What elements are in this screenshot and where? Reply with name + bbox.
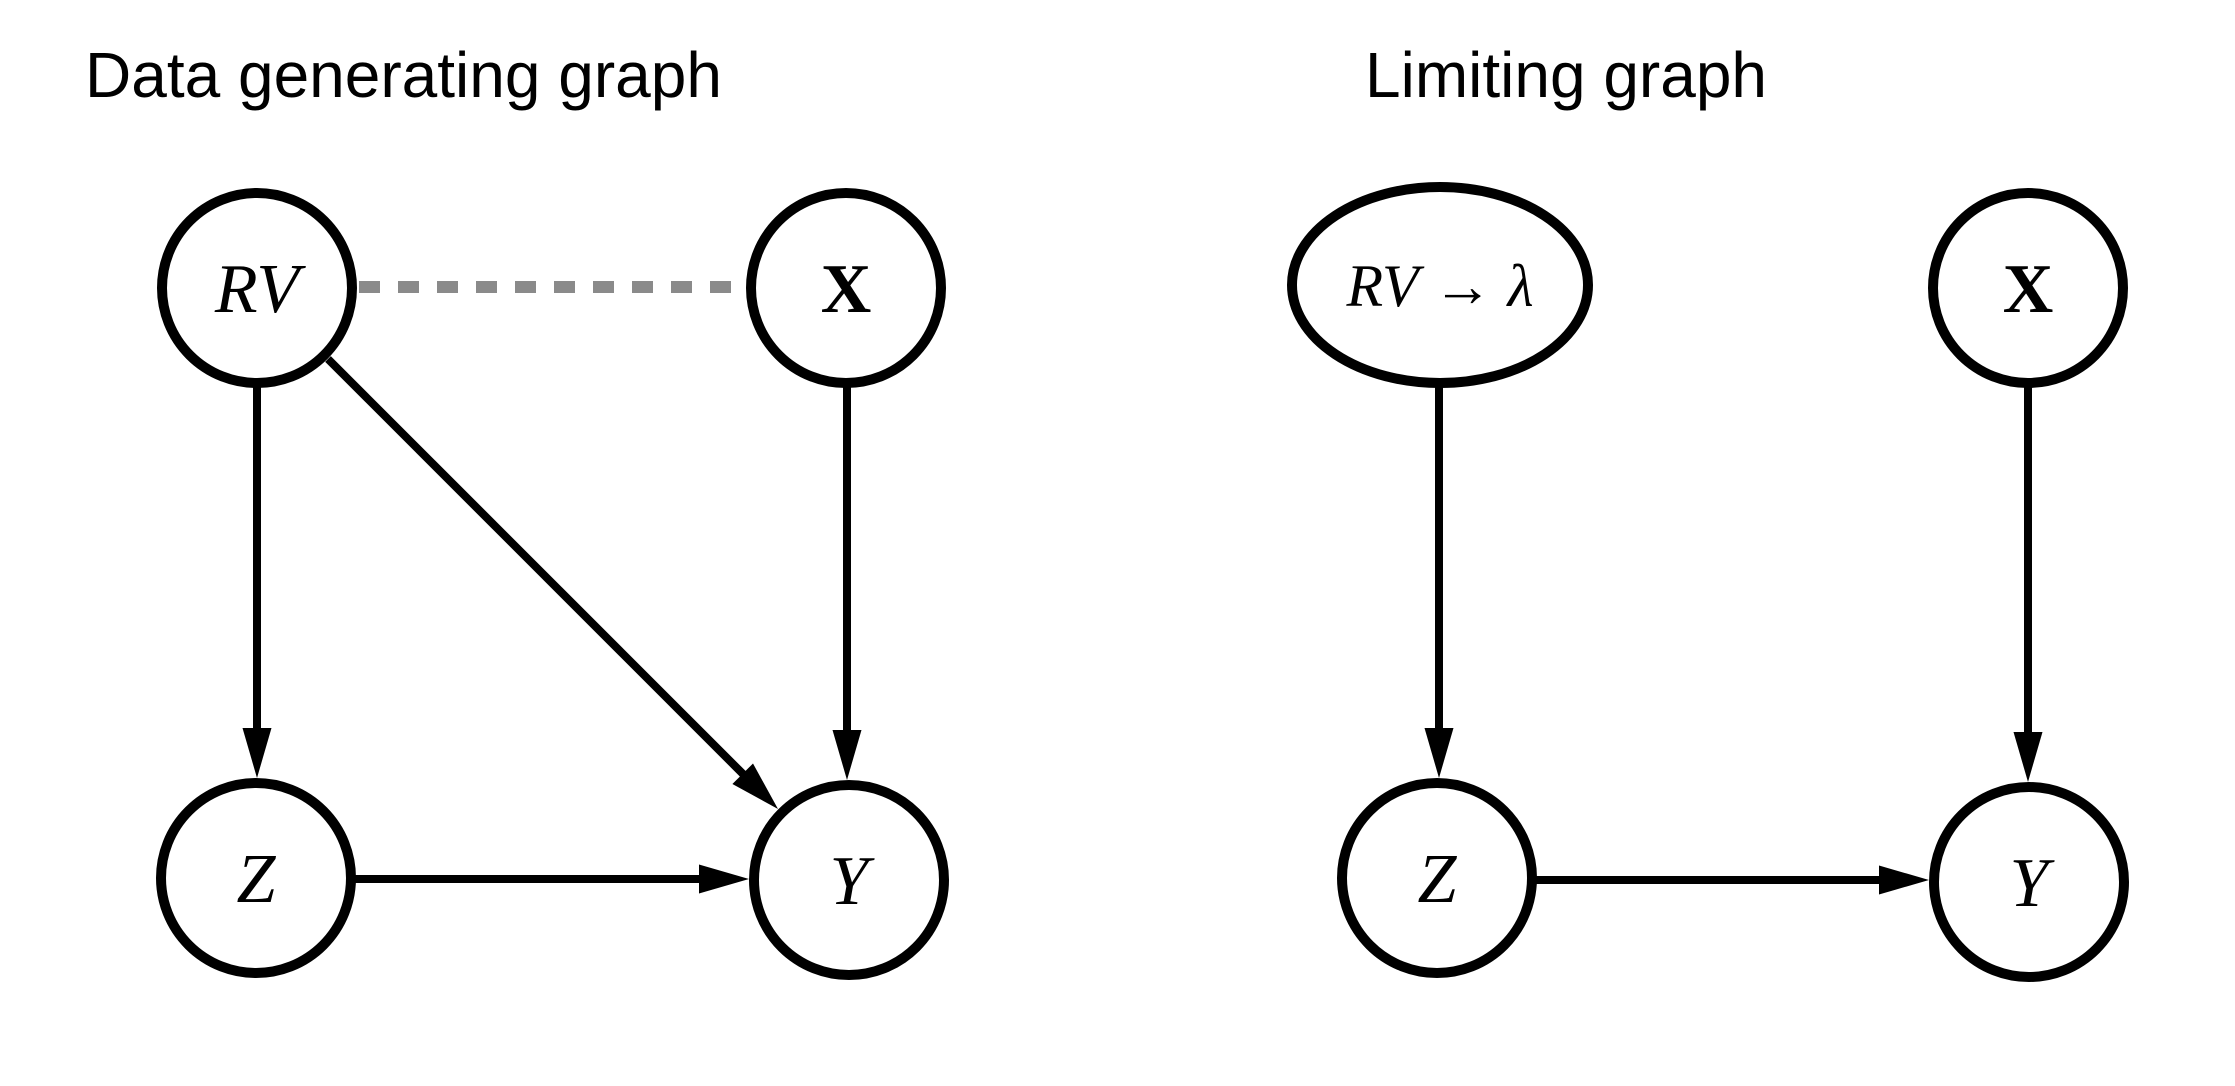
right-edge-rvlambda-to-z	[1424, 381, 1454, 778]
right-graph-panel: Limiting graph RV → λ	[1287, 39, 2129, 982]
right-node-x-circle	[1928, 188, 2128, 388]
left-node-x-circle	[746, 188, 946, 388]
left-edge-z-to-y	[354, 864, 749, 894]
left-node-z-circle	[156, 778, 356, 978]
right-node-rv-lambda-ellipse	[1287, 182, 1593, 388]
left-node-z-label: Z	[237, 841, 277, 918]
left-graph-panel: Data generating graph	[85, 39, 949, 980]
left-edge-x-to-y	[832, 386, 862, 780]
left-edge-rv-to-z-arrowhead	[242, 728, 272, 778]
left-node-x: X	[746, 188, 946, 388]
right-node-z: Z	[1337, 778, 1537, 978]
left-node-y-circle	[749, 780, 949, 980]
right-node-z-label: Z	[1418, 841, 1458, 918]
left-node-rv-label: RV	[214, 251, 306, 328]
right-edge-rvlambda-to-z-arrowhead	[1424, 728, 1454, 778]
left-edge-rv-to-y-arrowhead	[732, 763, 778, 809]
left-node-z: Z	[156, 778, 356, 978]
right-node-z-circle	[1337, 778, 1537, 978]
right-node-rv-lambda: RV → λ	[1287, 182, 1593, 388]
right-node-rv-lambda-label: RV → λ	[1345, 253, 1533, 319]
right-edge-z-to-y-arrowhead	[1879, 865, 1929, 895]
left-edge-x-to-y-arrowhead	[832, 730, 862, 780]
left-edge-rv-to-y	[325, 356, 778, 809]
right-node-x-label: X	[2003, 251, 2054, 328]
left-edge-rv-to-z	[242, 386, 272, 778]
left-node-x-label: X	[821, 251, 872, 328]
right-edge-x-to-y	[2013, 386, 2043, 782]
right-node-y-circle	[1929, 782, 2129, 982]
right-node-y: Y	[1929, 782, 2129, 982]
right-node-y-label: Y	[2010, 845, 2056, 922]
left-node-rv-circle	[157, 188, 357, 388]
left-node-rv: RV	[157, 188, 357, 388]
left-node-y: Y	[749, 780, 949, 980]
right-node-x: X	[1928, 188, 2128, 388]
left-edge-z-to-y-arrowhead	[699, 864, 749, 894]
right-graph-title: Limiting graph	[1365, 39, 1767, 111]
right-edge-x-to-y-arrowhead	[2013, 732, 2043, 782]
left-node-y-label: Y	[830, 843, 876, 920]
left-edge-rv-to-y-line	[325, 356, 749, 780]
left-graph-title: Data generating graph	[85, 39, 722, 111]
right-edge-z-to-y	[1535, 865, 1929, 895]
